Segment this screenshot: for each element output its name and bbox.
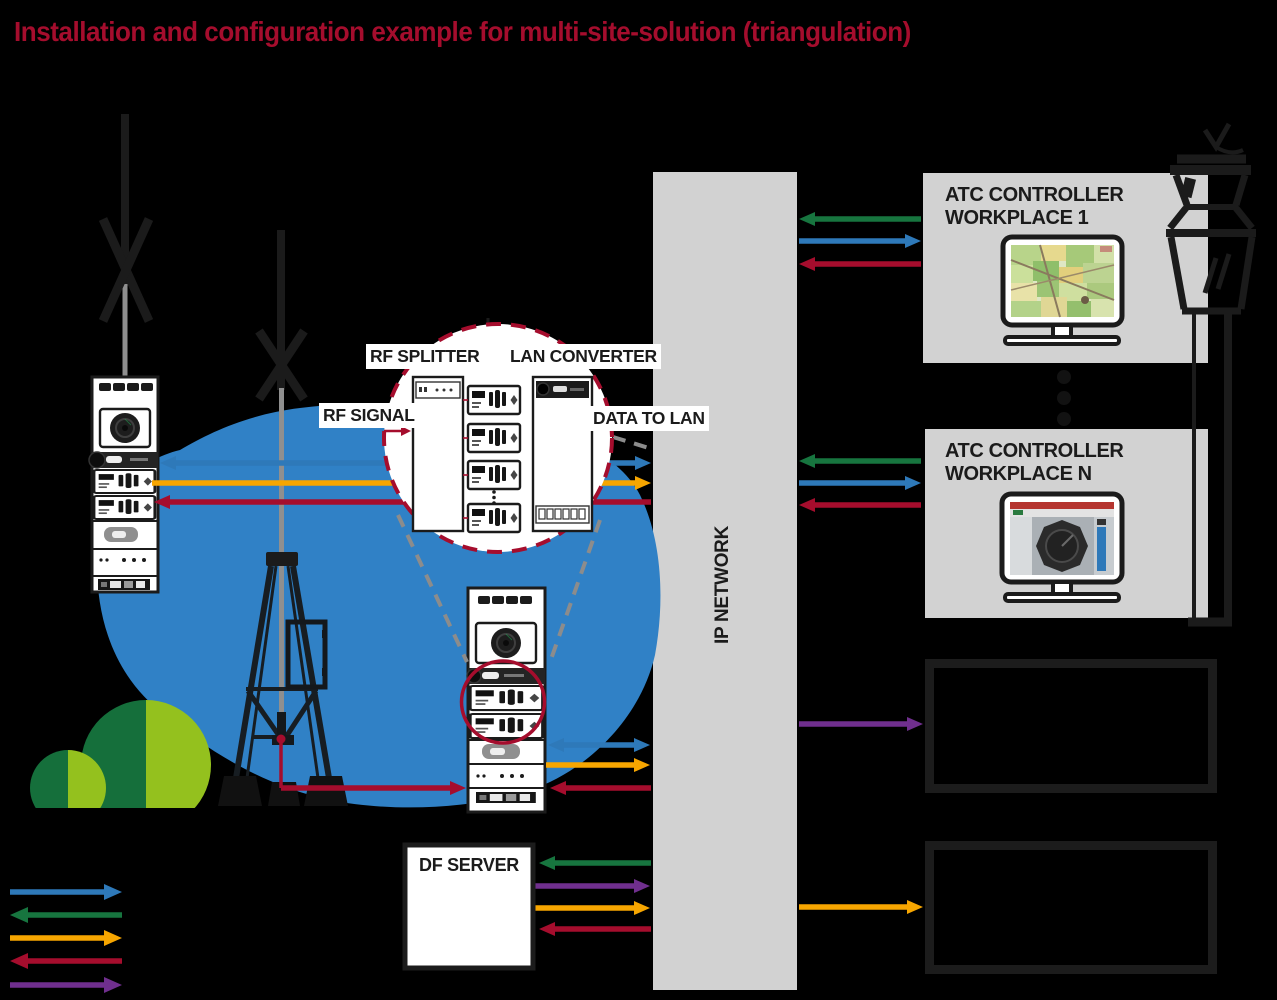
rack-knob bbox=[466, 668, 482, 684]
df-antenna-1 bbox=[98, 114, 154, 378]
label-atc-workplace-1: ATC CONTROLLER WORKPLACE 1 bbox=[945, 184, 1124, 230]
ground-mask bbox=[18, 808, 348, 848]
ellipsis-dots bbox=[1057, 370, 1071, 426]
label-rf-signal: RF SIGNAL bbox=[319, 403, 419, 428]
atc1-line1: ATC CONTROLLER bbox=[945, 184, 1124, 206]
control-tower-icon bbox=[1166, 122, 1256, 627]
rack-knob bbox=[88, 451, 106, 469]
page-title: Installation and configuration example f… bbox=[14, 16, 911, 47]
atc1-line2: WORKPLACE 1 bbox=[945, 207, 1089, 229]
rf-signal-arrow bbox=[384, 399, 468, 519]
monitor-map bbox=[1000, 234, 1125, 346]
label-ip-network: IP NETWORK bbox=[712, 525, 733, 645]
magnifier-callout-lines bbox=[396, 435, 653, 666]
magnified-region-ellipse bbox=[459, 659, 547, 745]
tripod-equipment-box bbox=[285, 619, 328, 690]
label-data-to-lan: DATA TO LAN bbox=[589, 406, 709, 431]
server-room-box-2 bbox=[925, 841, 1217, 974]
tree-small bbox=[30, 750, 106, 826]
atcn-line2: WORKPLACE N bbox=[945, 463, 1092, 485]
magnifier-detail-circle bbox=[382, 318, 614, 554]
equipment-rack-1 bbox=[88, 375, 160, 594]
map-mosaic bbox=[1010, 244, 1115, 318]
green-links bbox=[10, 212, 921, 923]
label-atc-workplace-n: ATC CONTROLLER WORKPLACE N bbox=[945, 440, 1124, 486]
label-rf-splitter: RF SPLITTER bbox=[366, 344, 484, 369]
atcn-line1: ATC CONTROLLER bbox=[945, 440, 1124, 462]
label-df-server: DF SERVER bbox=[419, 855, 519, 875]
label-lan-converter: LAN CONVERTER bbox=[506, 344, 661, 369]
ip-network-bar bbox=[653, 172, 797, 990]
equipment-rack-2 bbox=[466, 586, 547, 814]
lan-ports bbox=[538, 508, 586, 520]
rf-splitter-unit bbox=[411, 375, 465, 533]
server-room-box-1 bbox=[925, 659, 1217, 793]
df-server-box bbox=[402, 842, 536, 971]
monitor-df-scope bbox=[999, 491, 1125, 603]
df-antenna-2-tripod bbox=[218, 230, 348, 806]
purple-links bbox=[10, 717, 923, 993]
